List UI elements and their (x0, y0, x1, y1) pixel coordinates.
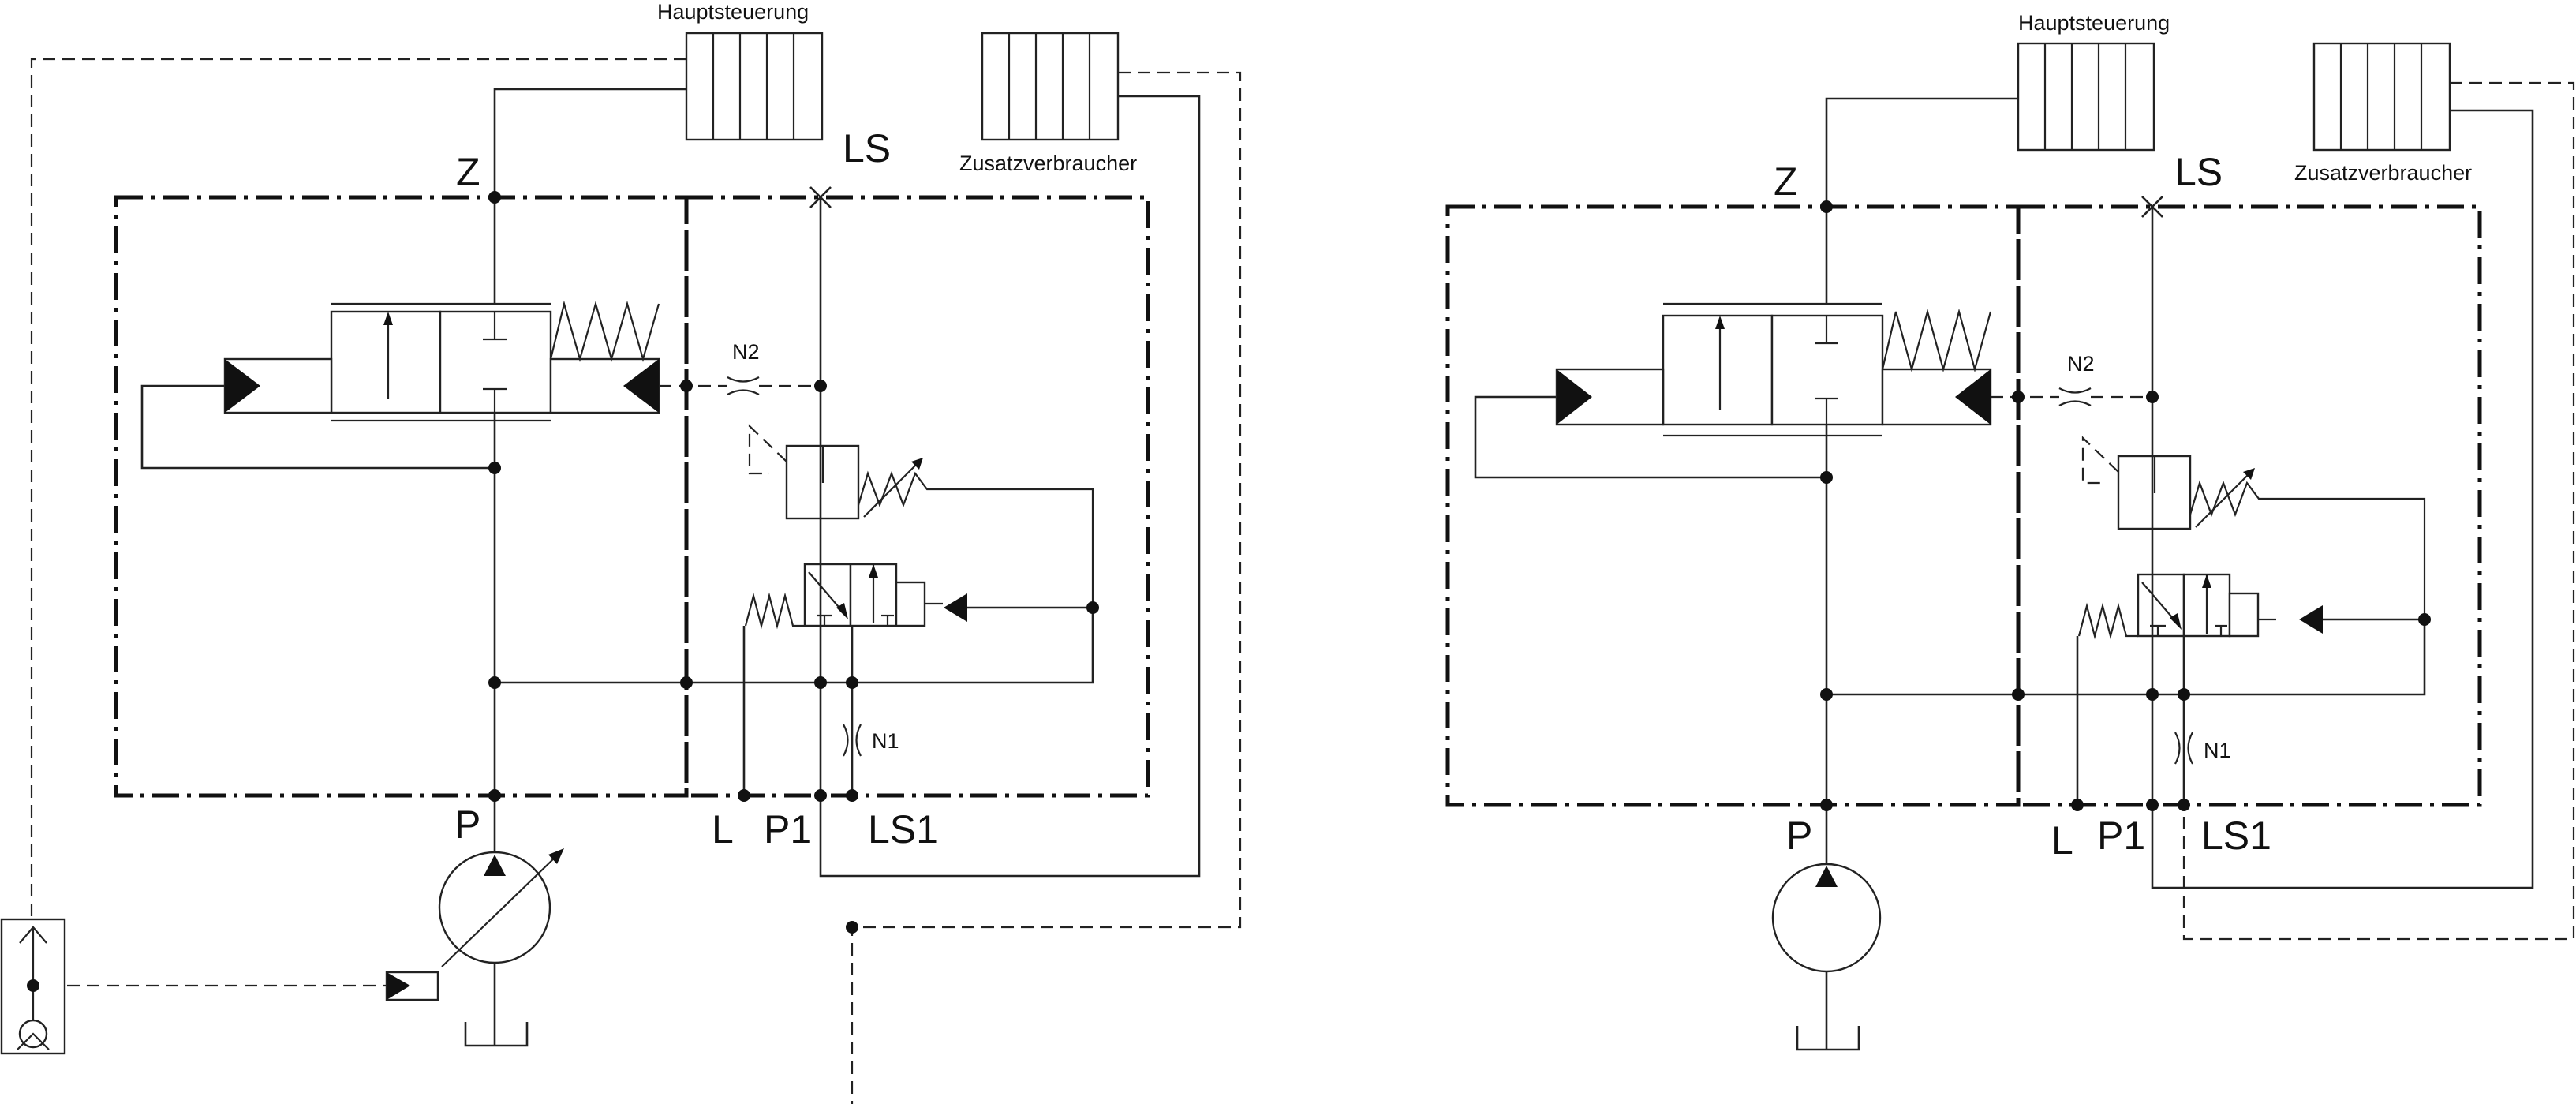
port-p-label: P (1786, 814, 1812, 858)
port-p1-label: P1 (764, 807, 812, 851)
orifice-n1: N1 (843, 724, 899, 757)
port-l-label: L (2051, 818, 2073, 863)
aux-consumer-label: Zusatzverbraucher (2294, 161, 2472, 185)
port-l-label: L (712, 807, 734, 851)
aux-consumer-block: Zusatzverbraucher (2294, 42, 2472, 185)
variable-pump (385, 848, 564, 1001)
valve-housing-main (1445, 204, 2021, 807)
valve-housing-main (114, 195, 689, 798)
aux-consumer-label: Zusatzverbraucher (959, 152, 1137, 175)
ls-connection-cross (809, 186, 832, 208)
orifice-n1-label: N1 (2204, 739, 2231, 762)
pressure-relief-valve (2081, 436, 2426, 619)
hydraulic-lines (30, 58, 1242, 1104)
port-ls-label: LS (843, 126, 891, 170)
port-ls1-label: LS1 (868, 807, 938, 851)
fixed-pump (1771, 863, 1882, 973)
valve-housing-priority (2016, 204, 2482, 807)
pressure-compensator-valve (744, 563, 967, 630)
port-ls1-label: LS1 (2201, 814, 2271, 858)
main-control-block: Hauptsteuerung (657, 0, 824, 141)
orifice-n2-label: N2 (732, 340, 760, 364)
aux-consumer-block: Zusatzverbraucher (959, 32, 1137, 175)
diagram-left: Hauptsteuerung Zusatzverbraucher (0, 0, 1242, 1104)
port-ls-label: LS (2174, 150, 2223, 194)
pressure-compensator-valve (2077, 573, 2323, 640)
main-control-label: Hauptsteuerung (657, 0, 809, 24)
orifice-n1-label: N1 (872, 729, 899, 753)
port-z-label: Z (1774, 159, 1798, 204)
junction-dots (1820, 200, 2431, 811)
orifice-n2-label: N2 (2067, 352, 2095, 376)
ls-connection-cross (2141, 196, 2163, 218)
main-spool-valve (1555, 302, 1992, 437)
orifice-n2: N2 (2058, 352, 2095, 406)
orifice-n2: N2 (727, 340, 760, 395)
valve-housing-priority (684, 195, 1150, 798)
port-p1-label: P1 (2097, 814, 2145, 858)
orifice-n1: N1 (2174, 732, 2231, 765)
port-p-label: P (454, 803, 480, 847)
main-control-block: Hauptsteuerung (2017, 11, 2170, 152)
main-spool-valve (223, 300, 660, 422)
main-control-label: Hauptsteuerung (2018, 11, 2170, 35)
hydraulic-lines (1474, 81, 2575, 1051)
pressure-relief-valve (748, 424, 1094, 608)
port-z-label: Z (456, 150, 480, 194)
diagram-right: Hauptsteuerung Zusatzverbraucher (1445, 11, 2575, 1051)
junction-dots (27, 191, 1099, 992)
